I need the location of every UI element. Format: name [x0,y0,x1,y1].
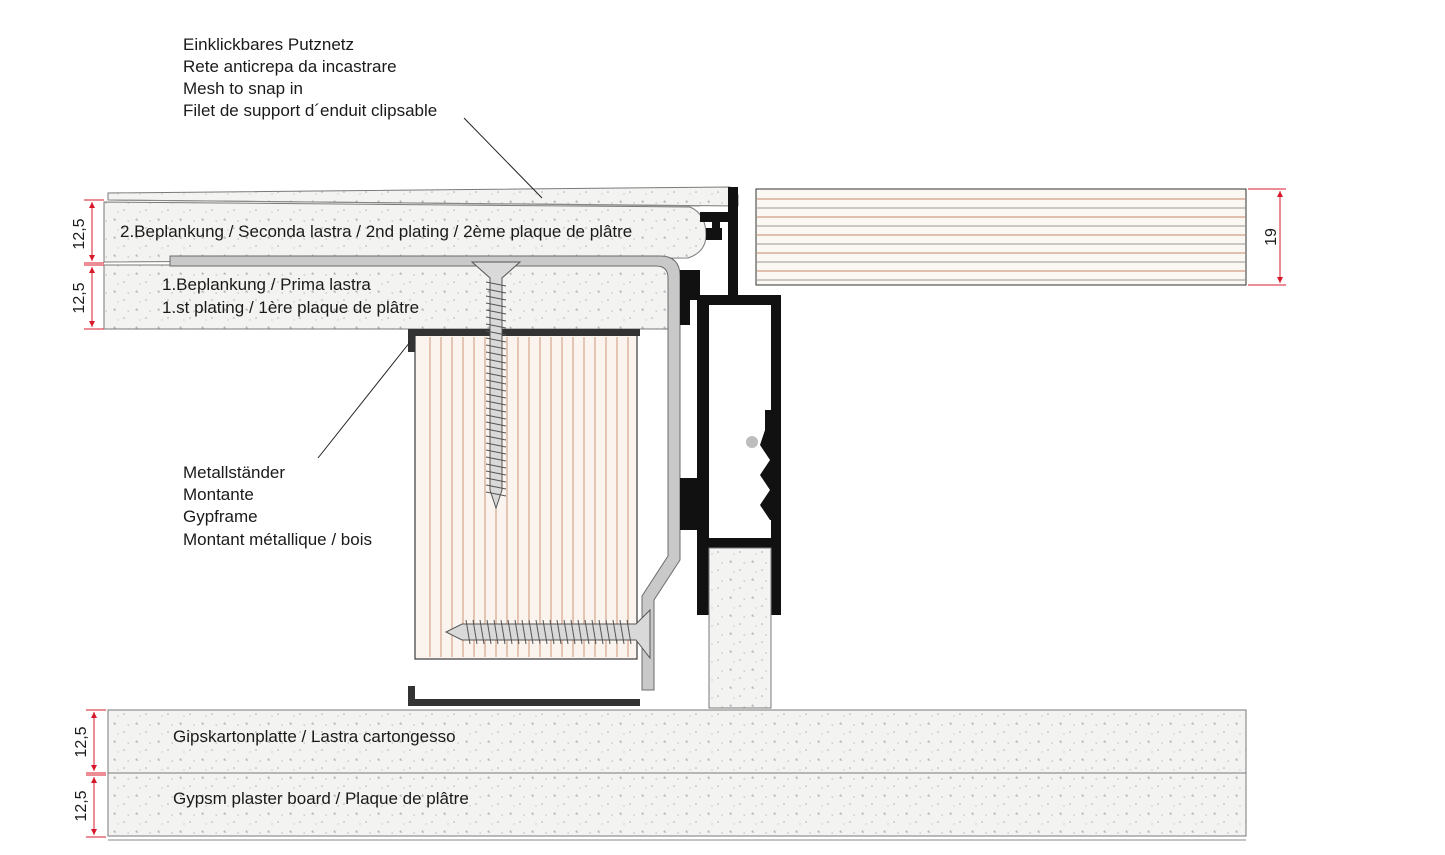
mesh-label-en: Mesh to snap in [183,79,303,98]
vertical-screw [470,261,522,510]
dimension-1-label: 12,5 [71,218,88,249]
wood-grain [429,337,629,657]
steel-angle [169,255,681,691]
stud-label-it: Montante [183,485,254,504]
profile-filler [708,547,772,709]
dimension-3-label: 12,5 [73,726,90,757]
dimension-2: 12,5 [71,264,104,330]
mesh-label-it: Rete anticrepa da incastrare [183,57,397,76]
metal-stud [408,329,640,706]
dimension-5-label: 19 [1263,228,1280,246]
dimension-4: 12,5 [73,774,106,838]
board-bottom-label: Gypsm plaster board / Plaque de plâtre [173,789,469,808]
gypsum-board-top [107,709,1247,774]
dimension-1: 12,5 [71,199,104,264]
stud-label-fr: Montant métallique / bois [183,530,372,549]
stud-label: Metallständer Montante Gypframe Montant … [183,463,372,549]
wood-panel [755,188,1247,286]
stud-label-en: Gypframe [183,507,258,526]
dimension-4-label: 12,5 [73,790,90,821]
mesh-leader [463,117,543,199]
dimension-2-label: 12,5 [71,282,88,313]
gypsum-board-bottom [107,772,1247,841]
first-plating-label: 1.Beplankung / Prima lastra 1.st plating… [162,275,419,317]
aluminium-profile [680,187,781,615]
mesh-label-fr: Filet de support d´enduit clipsable [183,101,437,120]
stud-label-de: Metallständer [183,463,285,482]
mesh-label-de: Einklickbares Putznetz [183,35,354,54]
stud-leader [317,341,411,459]
first-plating-label-2: 1.st plating / 1ère plaque de plâtre [162,298,419,317]
board-top-label: Gipskartonplatte / Lastra cartongesso [173,727,456,746]
dimension-5: 19 [1248,188,1286,286]
second-plating-label: 2.Beplankung / Seconda lastra / 2nd plat… [120,222,632,241]
mesh-label: Einklickbares Putznetz Rete anticrepa da… [183,35,437,120]
dimension-3: 12,5 [73,709,106,774]
first-plating-label-1: 1.Beplankung / Prima lastra [162,275,371,294]
horizontal-screw [444,608,651,660]
